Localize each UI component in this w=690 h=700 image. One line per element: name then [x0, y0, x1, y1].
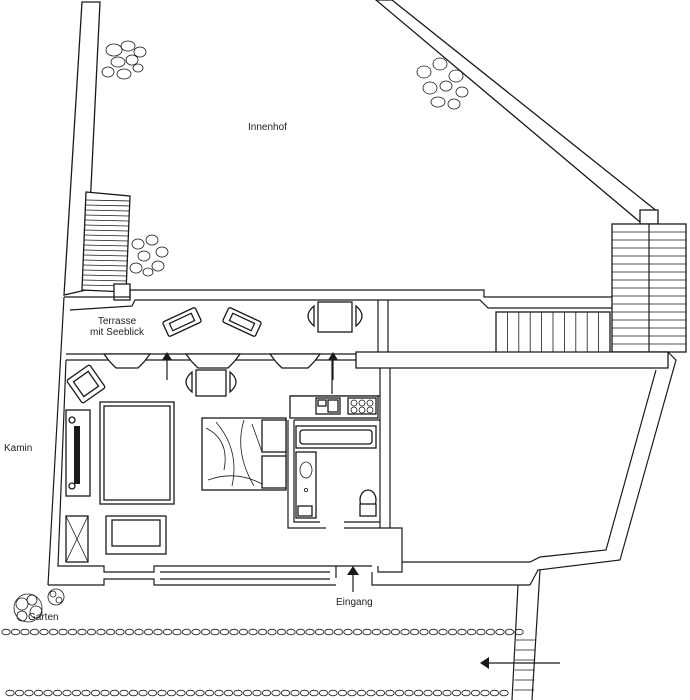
building-walls — [48, 359, 530, 586]
stone-cluster-top-left — [101, 40, 147, 80]
bathroom — [295, 425, 377, 519]
kamin-label: Kamin — [4, 443, 33, 454]
terrasse-label-line2: mit Seeblick — [90, 327, 144, 338]
garden-path — [511, 569, 541, 700]
innenhof-label: Innenhof — [248, 122, 287, 133]
stone-cluster-middle — [129, 234, 169, 277]
eingang-label: Eingang — [336, 597, 373, 608]
annex-walls — [355, 351, 677, 586]
bed — [201, 417, 287, 491]
terrace-steps — [495, 311, 611, 355]
pebble-hedge — [1, 628, 524, 697]
entry-arrows — [162, 352, 560, 669]
living-area — [65, 401, 175, 563]
stone-cluster-top-right — [416, 57, 469, 110]
garten-label: Garten — [28, 612, 59, 623]
courtyard-walls — [63, 0, 660, 296]
kitchen — [289, 360, 379, 419]
right-staircase — [611, 223, 687, 353]
terrace-windows — [102, 353, 322, 369]
terrasse-label-line1: Terrasse — [97, 316, 137, 327]
garden-bushes — [13, 588, 65, 623]
terrasse-label: Terrasse mit Seeblick — [80, 316, 154, 338]
armchair — [66, 364, 106, 404]
left-staircase — [81, 191, 131, 301]
terrace-furniture — [162, 301, 363, 397]
